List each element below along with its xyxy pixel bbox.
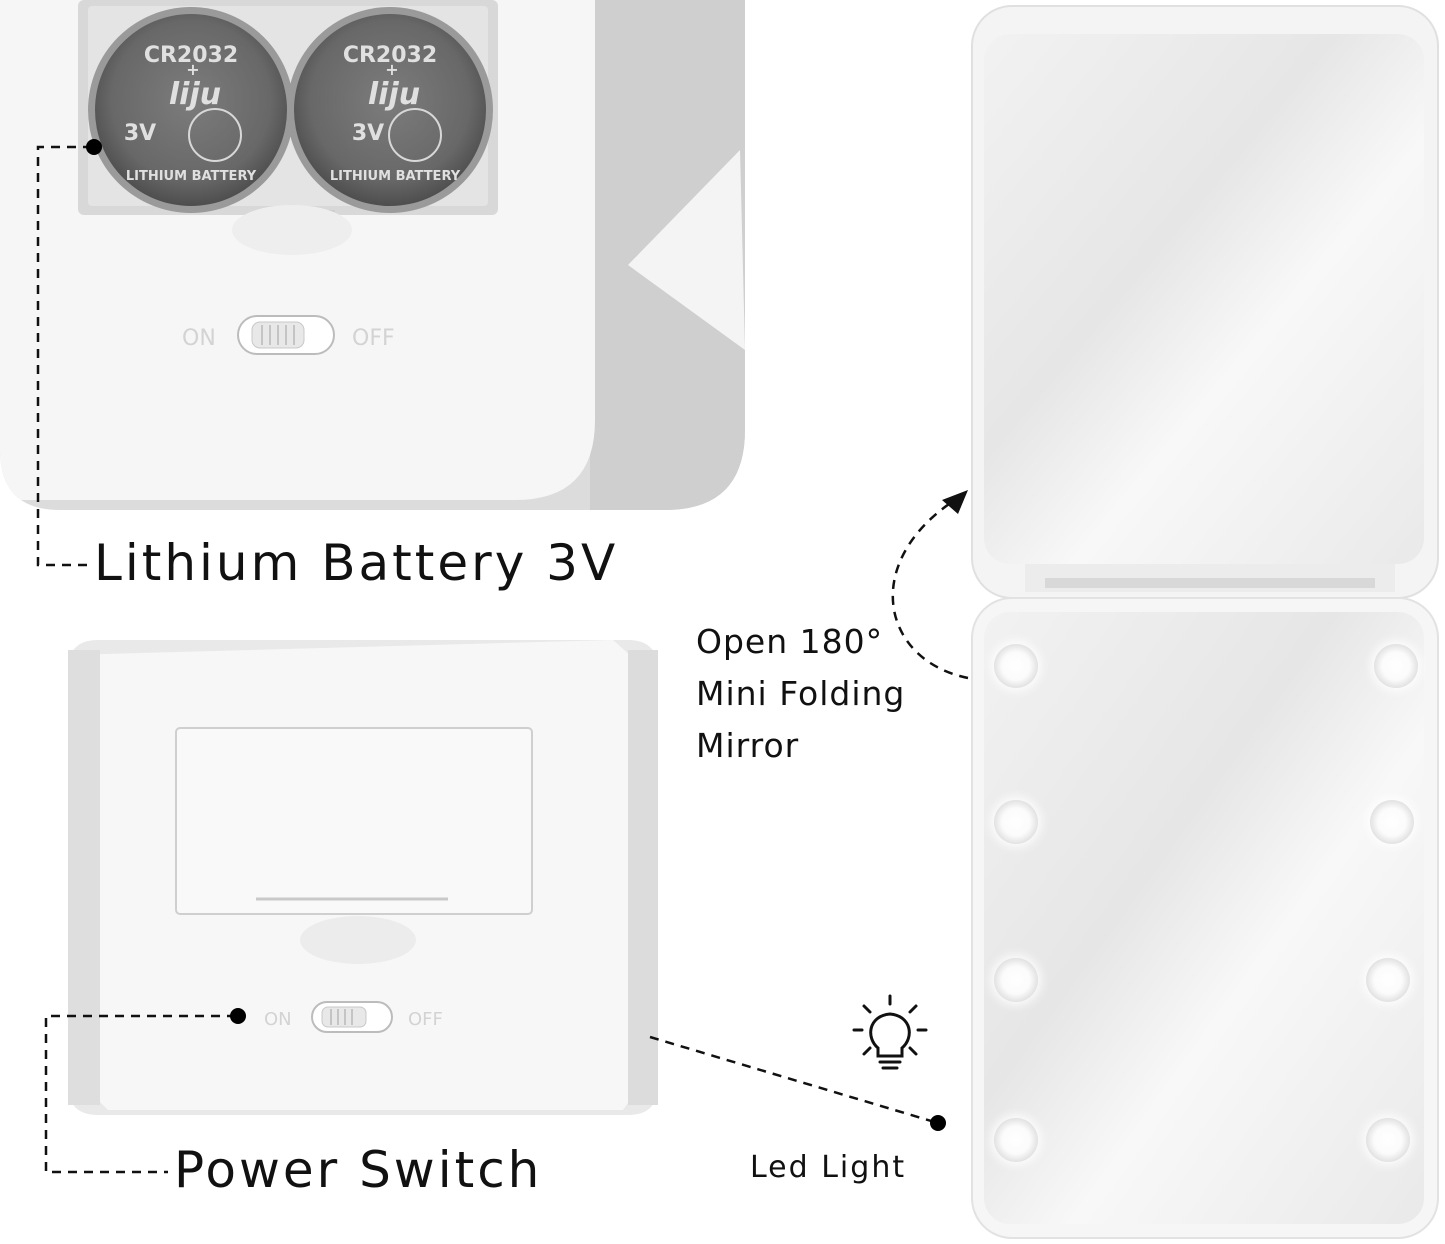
battery-callout-dot xyxy=(86,139,102,155)
switch-callout-dot xyxy=(230,1008,246,1024)
svg-text:ON: ON xyxy=(264,1009,292,1030)
open-180-label: Open 180° Mini Folding Mirror xyxy=(696,622,906,765)
svg-text:OFF: OFF xyxy=(352,326,395,351)
svg-text:CR2032: CR2032 xyxy=(343,43,437,68)
svg-text:liju: liju xyxy=(368,77,420,112)
svg-text:OFF: OFF xyxy=(408,1009,443,1030)
power-switch-label: Power Switch xyxy=(174,1141,543,1199)
light-bulb-icon xyxy=(852,994,928,1070)
svg-text:LITHIUM BATTERY: LITHIUM BATTERY xyxy=(330,169,461,184)
svg-text:3V: 3V xyxy=(352,121,384,146)
open-mirror-photo xyxy=(971,5,1439,1239)
curved-arrow-icon xyxy=(891,496,969,680)
svg-text:LITHIUM BATTERY: LITHIUM BATTERY xyxy=(126,169,257,184)
led-6 xyxy=(1366,958,1410,1002)
svg-text:3V: 3V xyxy=(124,121,156,146)
battery-brand-text: liju xyxy=(169,77,221,112)
mirror-back-photo: ON OFF xyxy=(68,640,658,1115)
battery-compartment-photo: CR2032 + liju 3V LITHIUM BATTERY CR2032 … xyxy=(0,0,745,510)
svg-text:+: + xyxy=(186,60,199,79)
led-3 xyxy=(994,800,1038,844)
led-4 xyxy=(1370,800,1414,844)
svg-text:+: + xyxy=(385,60,398,79)
led-7 xyxy=(994,1118,1038,1162)
led-light-label: Led Light xyxy=(750,1150,907,1185)
led-1 xyxy=(994,644,1038,688)
led-5 xyxy=(994,958,1038,1002)
led-8 xyxy=(1366,1118,1410,1162)
power-switch-top[interactable] xyxy=(237,315,335,355)
led-callout-dot xyxy=(930,1115,946,1131)
led-2 xyxy=(1374,644,1418,688)
svg-text:ON: ON xyxy=(182,326,216,351)
power-switch-bottom[interactable] xyxy=(311,1001,393,1033)
battery-model-text: CR2032 xyxy=(144,43,238,68)
battery-label: Lithium Battery 3V xyxy=(94,534,619,592)
